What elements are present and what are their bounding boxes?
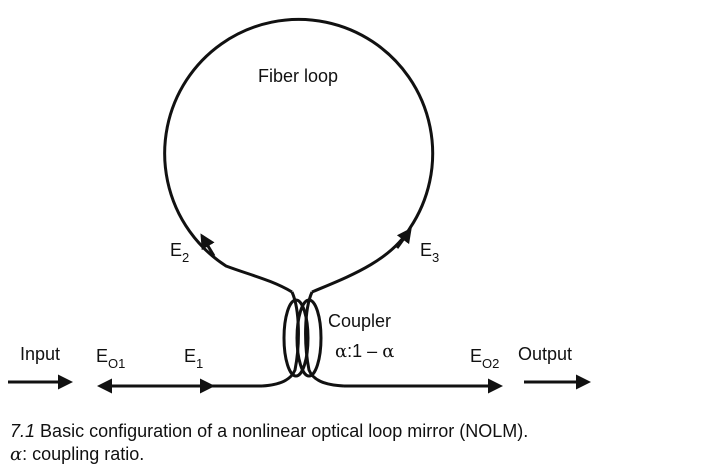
loop-arrow-right [395, 227, 412, 249]
fiber-loop [163, 17, 435, 294]
loop-arrow-left [200, 233, 216, 257]
coupler-ellipse-left [282, 298, 310, 378]
coupler-fiber-a [261, 291, 300, 388]
output-label: Output [518, 344, 572, 364]
eo2-label: EO2 [470, 346, 499, 371]
e1-label: E1 [184, 346, 203, 371]
figure-caption: 7.1 Basic configuration of a nonlinear o… [10, 420, 700, 466]
input-label: Input [20, 344, 60, 364]
e3-label: E3 [420, 240, 439, 265]
caption-text: Basic configuration of a nonlinear optic… [40, 421, 529, 441]
caption-line2: : coupling ratio. [22, 444, 145, 464]
coupling-ratio-label: α:1 – α [335, 341, 394, 362]
fiber-loop-label: Fiber loop [258, 66, 338, 86]
eo1-label: EO1 [96, 346, 125, 371]
figure-number: 7.1 [10, 421, 36, 441]
coupler-label: Coupler [328, 311, 391, 331]
coupler-ellipse-right [295, 298, 323, 378]
caption-alpha: α [10, 444, 23, 465]
coupler-fiber-b [304, 291, 345, 388]
e2-label: E2 [170, 240, 189, 265]
